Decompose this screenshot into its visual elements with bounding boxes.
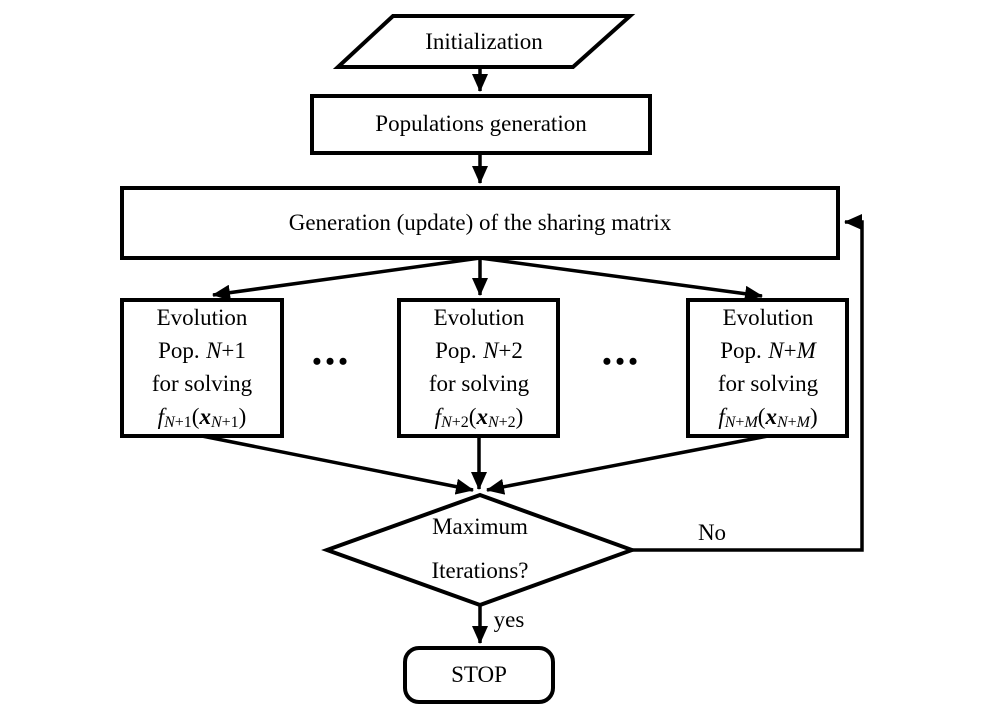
edge-matrix-to-evolution-1 [212, 256, 481, 301]
ellipsis-right: ••• [602, 347, 642, 376]
evolution-2-formula: fN+2(xN+2) [434, 403, 524, 432]
initialization-parallelogram [332, 14, 636, 69]
stop-terminator [403, 646, 555, 704]
evolution-2-line1: Evolution [433, 304, 525, 330]
sharing-matrix-label: Generation (update) of the sharing matri… [288, 210, 672, 235]
evolution-box-1 [120, 298, 284, 438]
no-edge-label: No [697, 520, 727, 545]
evolution-3-line3: for solving [717, 370, 819, 396]
yes-edge-label: yes [493, 607, 525, 632]
evolution-3-formula: fN+M(xN+M) [718, 403, 818, 432]
evolution-1-line1: Evolution [156, 304, 248, 330]
edge-evolution-1-to-decision [201, 434, 474, 495]
evolution-2-line3: for solving [428, 370, 530, 396]
evolution-box-2 [397, 298, 560, 438]
edge-matrix-to-evolution-3 [479, 256, 763, 302]
evolution-box-3-text: Evolution Pop.N+M for solving fN+M(xN+M) [690, 302, 846, 434]
populations-label: Populations generation [375, 111, 587, 136]
stop-label: STOP [451, 662, 507, 687]
evolution-box-1-text: Evolution Pop.N+1 for solving fN+1(xN+1) [124, 302, 280, 434]
evolution-3-line1: Evolution [722, 304, 814, 330]
decision-label: Maximum Iterations? [355, 505, 605, 593]
initialization-label: Initialization [425, 29, 543, 54]
ellipsis-left: ••• [312, 347, 352, 376]
evolution-box-2-text: Evolution Pop.N+2 for solving fN+2(xN+2) [401, 302, 557, 434]
decision-line2: Iterations? [431, 558, 529, 583]
evolution-1-pop-line: Pop.N+1 [158, 337, 246, 363]
decision-line1: Maximum [432, 514, 528, 539]
evolution-1-formula: fN+1(xN+1) [157, 403, 247, 432]
evolution-1-line3: for solving [151, 370, 253, 396]
edge-no-feedback-loop [632, 214, 864, 552]
edge-evolution-3-to-decision [486, 434, 769, 495]
evolution-3-pop-line: Pop.N+M [720, 337, 816, 363]
populations-box [310, 94, 652, 155]
evolution-2-pop-line: Pop.N+2 [435, 337, 523, 363]
